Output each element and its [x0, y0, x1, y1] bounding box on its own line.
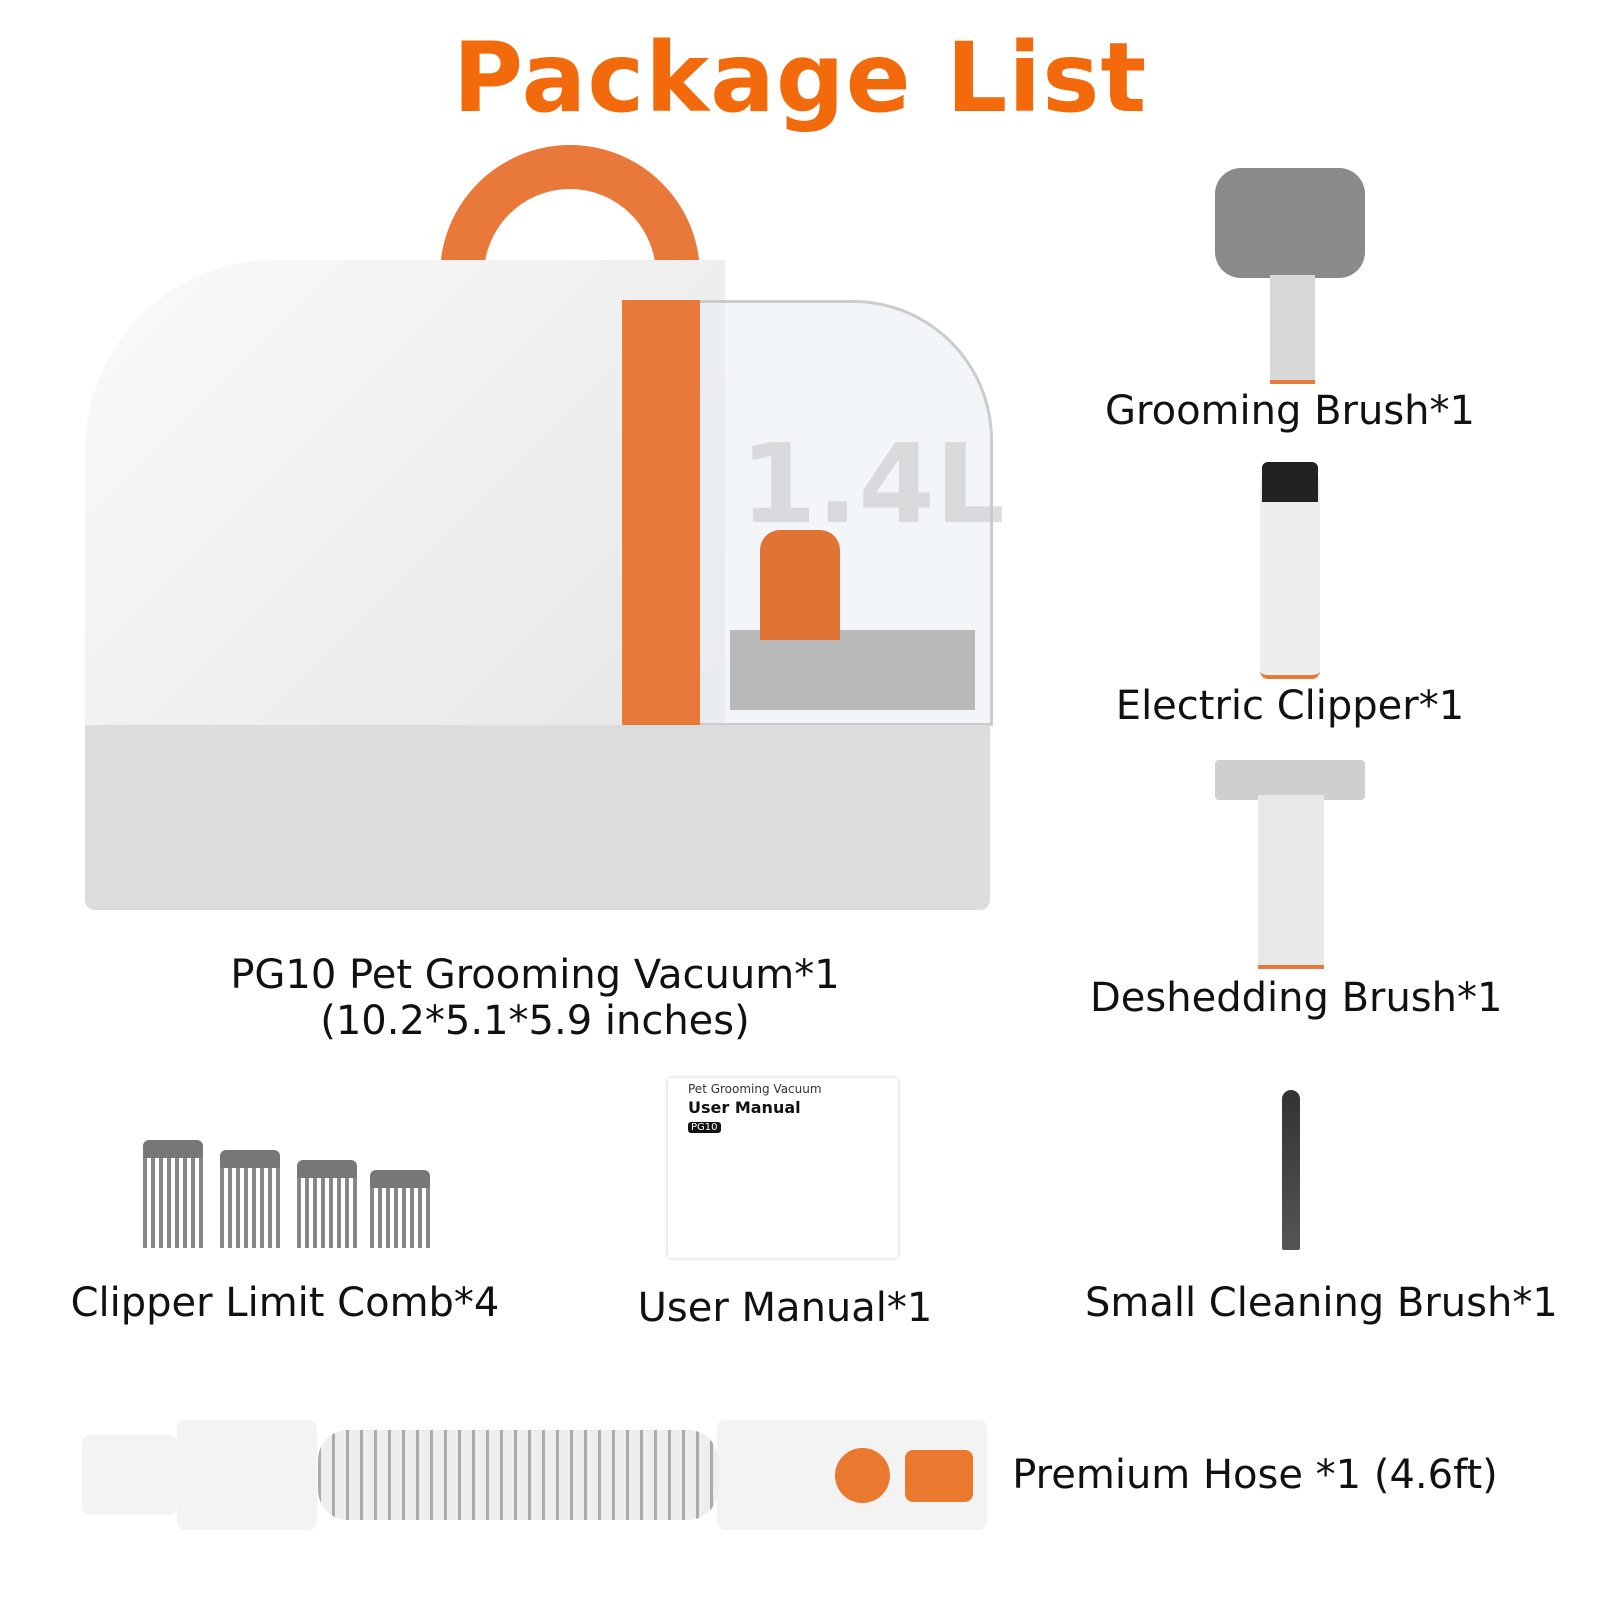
hose-release-button [835, 1448, 890, 1503]
small-cleaning-brush-image [1282, 1090, 1300, 1250]
limit-comb-image [220, 1150, 280, 1248]
capacity-mark: 1.4L [740, 420, 1005, 548]
hose-label: Premium Hose *1 (4.6ft) [1012, 1452, 1498, 1498]
user-manual-image: Pet Grooming Vacuum User Manual PG10 [668, 1078, 898, 1258]
limit-comb-label: Clipper Limit Comb*4 [70, 1280, 500, 1326]
manual-model: PG10 [688, 1122, 721, 1133]
grooming-brush-handle [1270, 275, 1315, 384]
grooming-brush-image [1215, 168, 1365, 278]
vacuum-body [85, 260, 725, 730]
deshedding-brush-image [1215, 760, 1365, 800]
grooming-brush-label: Grooming Brush*1 [1105, 388, 1475, 434]
limit-comb-image [370, 1170, 430, 1248]
limit-comb-image [297, 1160, 357, 1248]
deshedding-brush-label: Deshedding Brush*1 [1090, 975, 1503, 1021]
electric-clipper-label: Electric Clipper*1 [1115, 683, 1465, 729]
page-title: Package List [452, 22, 1148, 134]
vacuum-strap [622, 300, 700, 730]
clipper-blade [1262, 462, 1318, 502]
vacuum-base [85, 725, 990, 910]
vacuum-label: PG10 Pet Grooming Vacuum*1 (10.2*5.1*5.9… [180, 952, 890, 1044]
deshedding-brush-handle [1258, 795, 1324, 969]
limit-comb-image [143, 1140, 203, 1248]
vacuum-tray [730, 630, 975, 710]
hose-switch [905, 1450, 973, 1502]
vacuum-name: PG10 Pet Grooming Vacuum*1 [230, 952, 840, 998]
manual-subtitle: Pet Grooming Vacuum [688, 1082, 822, 1096]
user-manual-label: User Manual*1 [637, 1285, 933, 1331]
small-cleaning-brush-label: Small Cleaning Brush*1 [1085, 1280, 1558, 1326]
vacuum-dimensions: (10.2*5.1*5.9 inches) [320, 998, 750, 1044]
hose-spring [318, 1430, 718, 1520]
manual-title: User Manual [688, 1098, 801, 1117]
vacuum-nozzle [760, 530, 840, 640]
